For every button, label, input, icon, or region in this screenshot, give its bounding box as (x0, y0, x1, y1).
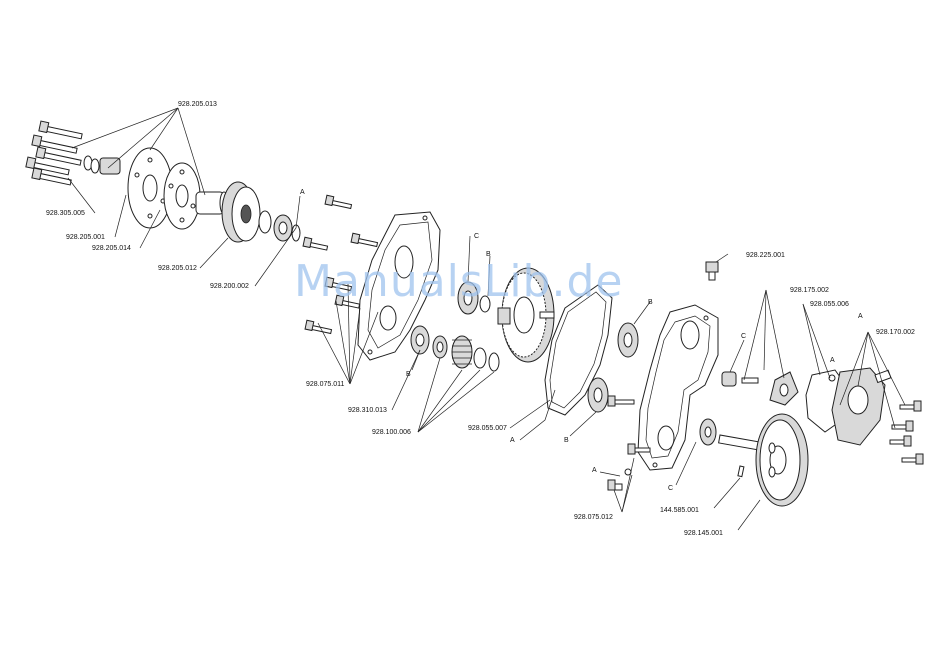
bushings-and-pins (722, 372, 758, 477)
part-label-928-075-012: 928.075.012 (574, 514, 613, 521)
ref-letter-c: C (741, 333, 746, 340)
part-label-928-175-002: 928.175.002 (790, 287, 829, 294)
ref-letter-a: A (858, 313, 863, 320)
part-label-928-205-013: 928.205.013 (178, 101, 217, 108)
part-label-928-305-005: 928.305.005 (46, 210, 85, 217)
part-label-928-100-006: 928.100.006 (372, 429, 411, 436)
part-label-928-310-013: 928.310.013 (348, 407, 387, 414)
pump-bolts (890, 401, 923, 464)
part-label-928-200-002: 928.200.002 (210, 283, 249, 290)
part-label-928-055-007: 928.055.007 (468, 425, 507, 432)
ref-letter-b: B (564, 437, 569, 444)
ref-letter-a: A (592, 467, 597, 474)
washer-and-bearing-left (259, 211, 300, 241)
ref-letter-b: B (406, 371, 411, 378)
part-label-928-205-012: 928.205.012 (158, 265, 197, 272)
watermark-text: ManualsLib.de (294, 256, 623, 307)
part-label-928-225-001: 928.225.001 (746, 252, 785, 259)
flange-disc-2 (164, 163, 200, 229)
ref-letter-b: B (648, 299, 653, 306)
clutch-hub (222, 182, 260, 242)
pinion-gear (452, 336, 499, 371)
gearbox-housing (638, 305, 718, 470)
ref-letter-a: A (300, 189, 305, 196)
bolt-set-left (26, 121, 120, 185)
drive-wheel (719, 414, 808, 506)
shaft-seal (700, 419, 716, 445)
ref-letter-c: C (474, 233, 479, 240)
ref-letter-a: A (510, 437, 515, 444)
vent-plug (706, 262, 718, 280)
part-label-928-205-001: 928.205.001 (66, 234, 105, 241)
pump-cover (832, 368, 891, 445)
ref-letter-a: A (830, 357, 835, 364)
ref-letter-c: C (668, 485, 673, 492)
part-label-928-205-014: 928.205.014 (92, 245, 131, 252)
part-label-144-585-001: 144.585.001 (660, 507, 699, 514)
part-label-928-055-006: 928.055.006 (810, 301, 849, 308)
part-label-928-075-011: 928.075.011 (306, 381, 345, 388)
part-label-928-170-002: 928.170.002 (876, 329, 915, 336)
part-label-928-145-001: 928.145.001 (684, 530, 723, 537)
